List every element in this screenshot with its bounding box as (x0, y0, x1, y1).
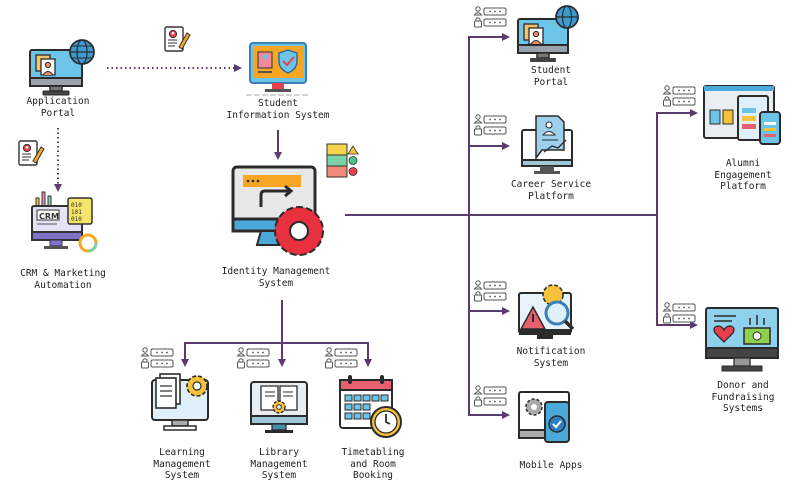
credentials-icon (663, 85, 696, 107)
monitor-book-icon (250, 381, 308, 433)
monitor-resume-icon (521, 115, 573, 174)
edge-identity-right-trunk (345, 37, 658, 415)
node-label-alumni-engagement: Alumni Engagement Platform (714, 158, 772, 192)
monitor-document-gear-icon (151, 373, 209, 431)
node-label-mobile-apps: Mobile Apps (519, 460, 583, 471)
node-label-notification-system: Notification System (516, 346, 586, 369)
application-form-icon (164, 26, 191, 52)
credentials-icon (474, 114, 507, 136)
svg-text:101: 101 (71, 209, 82, 216)
node-label-career-service: Career Service Platform (510, 179, 592, 202)
credentials-icon (237, 347, 270, 369)
monitor-gear-icon (231, 165, 324, 256)
monitor-donation-icon (705, 307, 779, 372)
node-label-application-portal: Application Portal (26, 96, 90, 119)
node-label-donor-fundraising: Donor and Fundraising Systems (711, 380, 775, 414)
node-label-student-portal: Student Portal (530, 65, 572, 88)
multi-device-icon (703, 85, 781, 145)
credentials-icon (474, 6, 507, 28)
edge-identity-down-bus (185, 300, 368, 344)
crm-monitor-icon: CRM 010 101 010 (31, 191, 98, 253)
node-label-identity-management: Identity Management System (221, 266, 331, 289)
calendar-clock-icon (339, 375, 402, 438)
credentials-icon (141, 347, 174, 369)
svg-text:010: 010 (71, 216, 82, 223)
application-form-icon (18, 140, 45, 166)
credentials-icon (474, 385, 507, 407)
monitor-alert-icon (518, 284, 575, 339)
node-label-library-management: Library Management System (250, 447, 308, 481)
monitor-globe-icon (517, 5, 579, 62)
monitor-shield-icon (246, 42, 310, 96)
svg-text:010: 010 (71, 202, 82, 209)
credentials-icon (474, 280, 507, 302)
credentials-icon (663, 302, 696, 324)
svg-text:CRM: CRM (39, 212, 59, 221)
mobile-check-icon (518, 391, 570, 443)
node-label-crm-marketing: CRM & Marketing Automation (20, 268, 106, 291)
node-label-student-information-system: Student Information System (226, 98, 330, 121)
node-label-learning-management: Learning Management System (153, 447, 211, 481)
monitor-globe-icon (29, 39, 95, 96)
user-roles-icon (326, 143, 359, 178)
node-label-timetabling: Timetabling and Room Booking (341, 447, 405, 481)
credentials-icon (325, 347, 358, 369)
